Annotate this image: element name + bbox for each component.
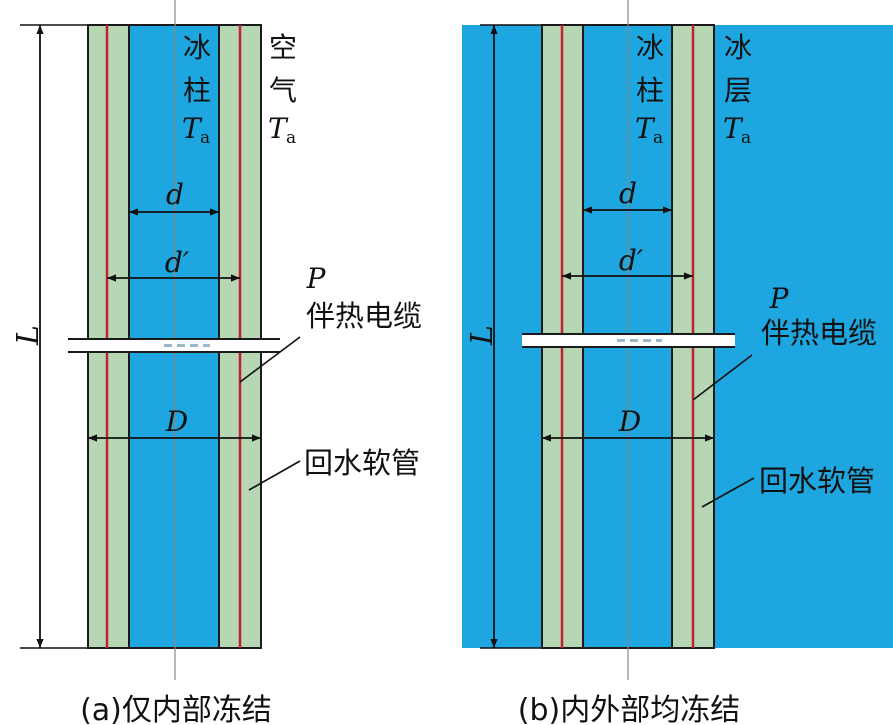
section-point-label: P: [769, 282, 790, 315]
cable-leader: [692, 354, 753, 401]
core-label-1: 冰: [636, 31, 664, 64]
outer-temp-sub: a: [741, 128, 751, 148]
length-label: L: [11, 325, 46, 346]
inner-diameter-label: d: [619, 177, 637, 210]
inner-diameter-label: d: [166, 178, 184, 211]
hose-label: 回水软管: [304, 446, 420, 480]
hose-wall-left: [87, 24, 130, 649]
ice-column: [128, 24, 220, 649]
cable-label: 伴热电缆: [306, 299, 422, 333]
outer-temp-symbol: T: [268, 112, 289, 145]
section-point-label: P: [306, 262, 327, 295]
core-temp-symbol: T: [635, 112, 656, 145]
hose-label: 回水软管: [759, 464, 875, 498]
cable-label: 伴热电缆: [761, 316, 877, 350]
outer-label-1: 空: [269, 31, 297, 64]
core-temp-sub: a: [200, 128, 210, 148]
caption-a: (a)仅内部冻结: [80, 693, 272, 725]
outer-temp-sub: a: [286, 128, 296, 148]
outer-diameter-label: D: [165, 405, 188, 438]
core-label-2: 柱: [636, 74, 664, 107]
core-label-2: 柱: [183, 74, 211, 107]
outer-label-2: 气: [269, 74, 297, 107]
outer-diameter-label: D: [618, 405, 641, 438]
section-cut-band: [68, 339, 280, 352]
panel-b: L d d′ D 冰 柱 T a 冰 层 T a P 伴热电缆 回水软管 (b)…: [462, 0, 893, 725]
length-label: L: [465, 325, 500, 346]
core-temp-symbol: T: [182, 112, 203, 145]
mid-diameter-label: d′: [165, 246, 190, 279]
cable-leader: [239, 336, 301, 383]
outer-label-1: 冰: [724, 31, 752, 64]
outer-label-2: 层: [724, 74, 752, 107]
hose-leader: [248, 460, 301, 491]
core-label-1: 冰: [183, 31, 211, 64]
caption-b: (b)内外部均冻结: [518, 693, 740, 725]
core-temp-sub: a: [653, 128, 663, 148]
hose-leader: [701, 477, 755, 508]
mid-diameter-label: d′: [619, 244, 644, 277]
panel-a: L d d′ D 冰 柱 T a 空 气 T a P 伴热电缆 回水软管 (a)…: [11, 0, 422, 725]
section-cut-band: [522, 334, 735, 347]
outer-temp-symbol: T: [723, 112, 744, 145]
